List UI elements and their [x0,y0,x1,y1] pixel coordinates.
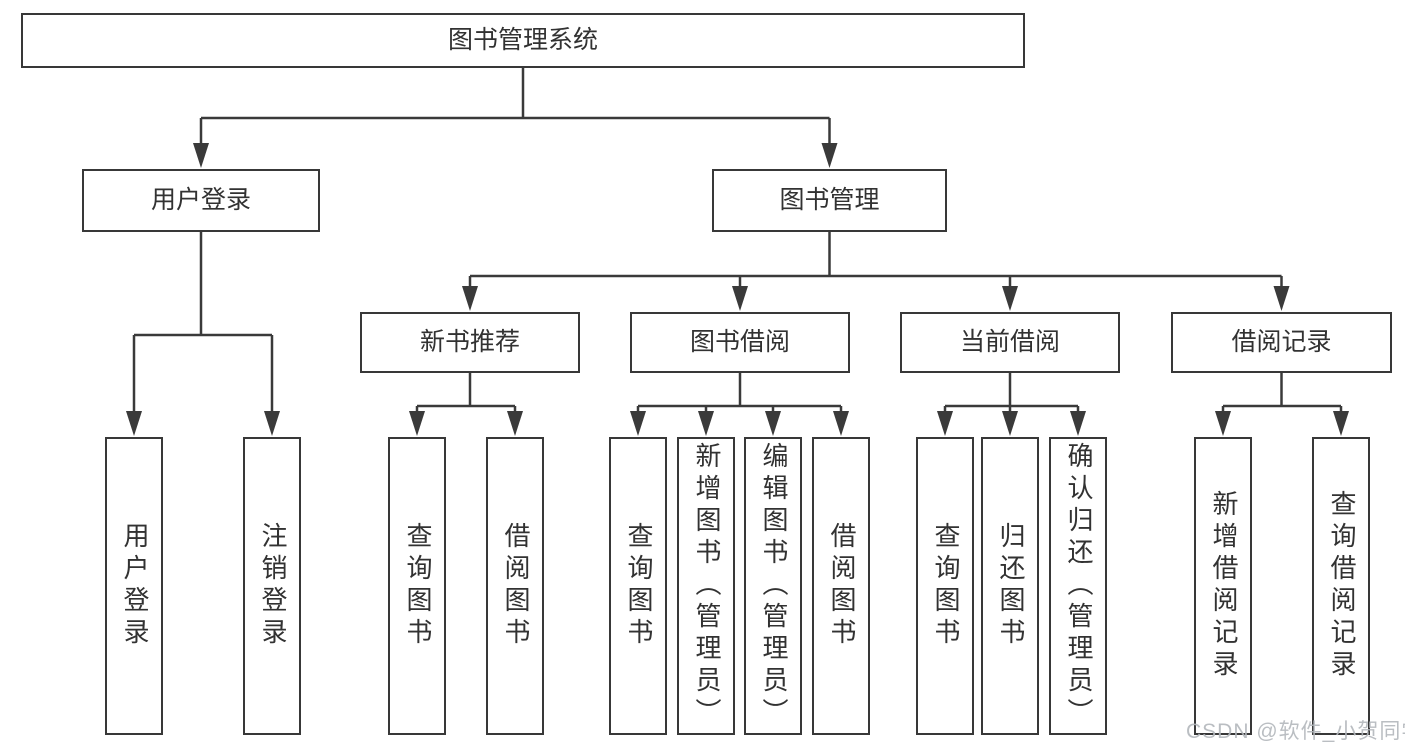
node-book-manage: 图书管理 [712,169,947,232]
node-new-book-recommend: 新书推荐 [360,312,580,373]
node-cb-query: 查询图书 [916,437,974,735]
node-leaf-logout: 注销登录 [243,437,301,735]
watermark: CSDN @软件_小贺同学 [1186,720,1405,743]
node-br-add: 新增借阅记录 [1194,437,1252,735]
node-bb-add: 新增图书（管理员） [677,437,735,735]
node-bb-query: 查询图书 [609,437,667,735]
node-cb-return: 归还图书 [981,437,1039,735]
node-current-borrow: 当前借阅 [900,312,1120,373]
node-bb-edit: 编辑图书（管理员） [744,437,802,735]
node-bb-borrow: 借阅图书 [812,437,870,735]
node-nb-borrow: 借阅图书 [486,437,544,735]
node-nb-query: 查询图书 [388,437,446,735]
node-root: 图书管理系统 [21,13,1025,68]
node-cb-confirm: 确认归还（管理员） [1049,437,1107,735]
node-br-query: 查询借阅记录 [1312,437,1370,735]
node-book-borrow: 图书借阅 [630,312,850,373]
node-borrow-record: 借阅记录 [1171,312,1392,373]
node-leaf-user-login: 用户登录 [105,437,163,735]
node-user-login: 用户登录 [82,169,320,232]
